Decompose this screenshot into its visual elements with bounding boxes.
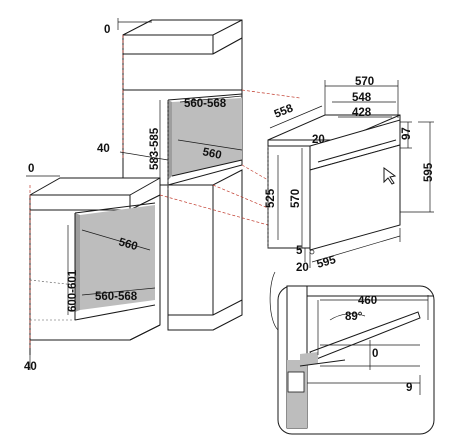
oven-depth-548-label: 548 [352,92,372,104]
tall-niche-width-label: 560-568 [184,98,227,110]
oven-height-570-label: 570 [290,189,302,208]
projection-lines [159,89,301,226]
oven-width-595-label: 595 [316,254,338,271]
base-cabinet [29,177,161,355]
oven-dimensions: 570 548 428 558 20 97 595 525 570 595 5 … [265,76,435,274]
base-top-depth-label: 0 [28,163,34,175]
oven-offset-20-label: 20 [296,262,309,274]
door-angle-label: 89° [345,311,363,323]
oven-panel-97-label: 97 [401,127,413,140]
tall-top-depth-label: 0 [104,24,110,36]
door-gap-0-label: 0 [372,348,378,360]
oven-front-20-label: 20 [312,134,325,146]
oven [267,114,401,251]
oven-depth-total-label: 570 [355,76,374,88]
tall-cabinet-dimensions: 0 560-568 583-585 560 40 [97,18,243,180]
base-cabinet-dimensions: 0 560 600-601 560-568 40 [24,163,156,373]
base-niche-width-label: 560-568 [95,291,138,303]
tall-niche-height-label: 583-585 [149,127,161,170]
oven-height-525-label: 525 [265,188,277,208]
door-handle-icon [383,167,397,185]
base-inner-width-label: 560 [117,236,139,253]
door-open-depth-label: 460 [358,295,377,307]
door-detail-inset: 460 89° 0 9 [277,285,435,435]
oven-depth-428-label: 428 [352,107,372,119]
oven-height-595-label: 595 [423,162,435,182]
oven-side-558-label: 558 [273,102,296,121]
detail-leader-line [269,271,279,331]
tall-inner-width-label: 560 [201,146,222,162]
door-gap-9-label: 9 [406,382,412,394]
oven-offset-5-label: 5 [296,245,303,257]
base-niche-height-label: 600-601 [67,269,79,312]
base-bottom-label: 40 [24,361,37,373]
tall-cabinet [122,19,243,331]
tall-side-offset-label: 40 [97,143,110,155]
